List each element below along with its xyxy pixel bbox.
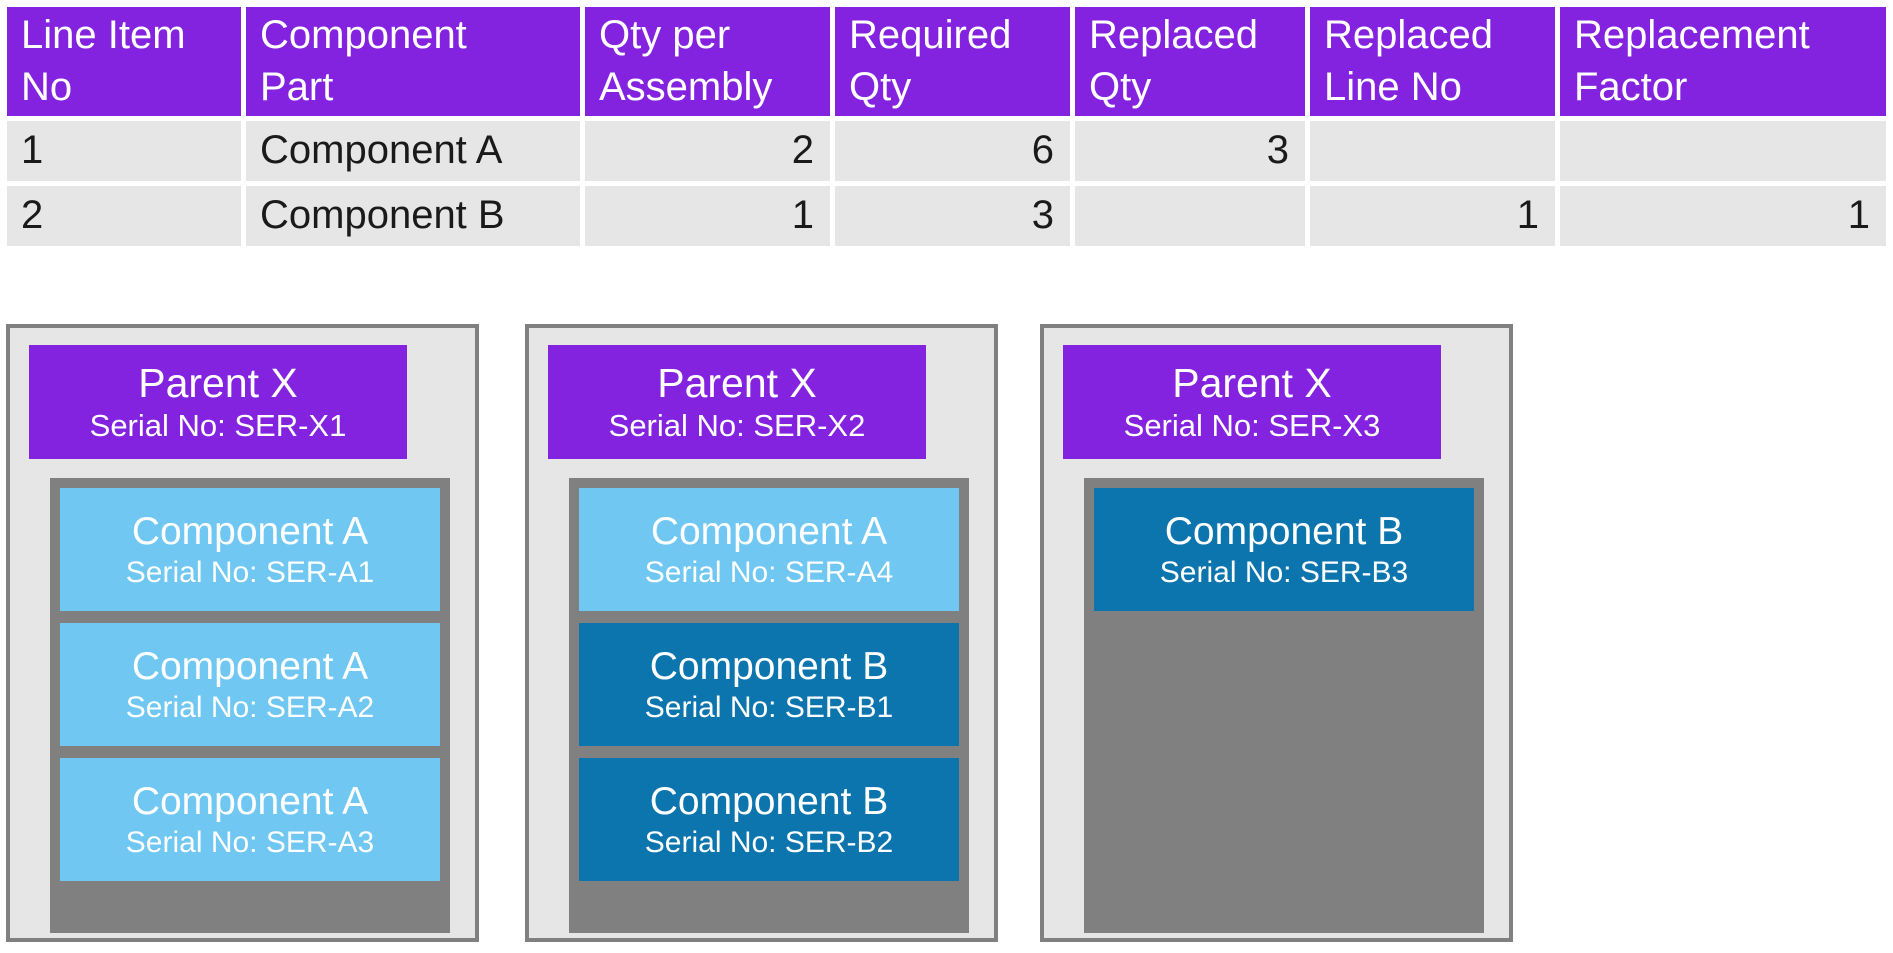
cell-required-qty: 3 [835, 186, 1075, 246]
component-serial: Serial No: SER-B3 [1159, 555, 1409, 589]
assembly-panel-3: Parent X Serial No: SER-X3 Component B S… [1040, 324, 1513, 942]
component-title: Component B [649, 779, 889, 823]
header-line-2: Assembly [599, 65, 773, 109]
cell-qty-per-assembly: 1 [585, 186, 835, 246]
cell-replaced-line-no [1310, 121, 1560, 181]
component-serial: Serial No: SER-A1 [125, 555, 375, 589]
component-serial: Serial No: SER-B1 [644, 690, 894, 724]
cell-required-qty: 6 [835, 121, 1075, 181]
component-serial: Serial No: SER-A2 [125, 690, 375, 724]
component-title: Component A [131, 509, 369, 553]
component-title: Component A [650, 509, 888, 553]
component-box: Component A Serial No: SER-A2 [60, 623, 440, 746]
cell-line-item-no: 2 [7, 186, 246, 246]
cell-qty-per-assembly: 2 [585, 121, 835, 181]
header-line-2: Qty [1089, 65, 1152, 109]
component-box: Component B Serial No: SER-B3 [1094, 488, 1474, 611]
parent-header-1: Parent X Serial No: SER-X1 [29, 345, 407, 459]
parent-serial: Serial No: SER-X2 [608, 407, 866, 443]
assembly-panel-2: Parent X Serial No: SER-X2 Component A S… [525, 324, 998, 942]
component-serial: Serial No: SER-A4 [644, 555, 894, 589]
header-line-1: Replaced [1324, 13, 1494, 57]
assembly-panel-1: Parent X Serial No: SER-X1 Component A S… [6, 324, 479, 942]
component-title: Component A [131, 779, 369, 823]
cell-line-item-no: 1 [7, 121, 246, 181]
parent-title: Parent X [138, 359, 298, 406]
component-group-2: Component A Serial No: SER-A4 Component … [569, 478, 969, 933]
table-row: 2 Component B 1 3 1 1 [7, 186, 1886, 246]
cell-replacement-factor: 1 [1560, 186, 1886, 246]
header-line-2: Line No [1324, 65, 1462, 109]
cell-component-part: Component B [246, 186, 585, 246]
table-row: 1 Component A 2 6 3 [7, 121, 1886, 181]
cell-replaced-qty: 3 [1075, 121, 1310, 181]
component-box: Component B Serial No: SER-B2 [579, 758, 959, 881]
component-serial: Serial No: SER-B2 [644, 825, 894, 859]
header-line-2: Part [260, 65, 334, 109]
component-title: Component A [131, 644, 369, 688]
parent-header-3: Parent X Serial No: SER-X3 [1063, 345, 1441, 459]
component-box: Component B Serial No: SER-B1 [579, 623, 959, 746]
parent-serial: Serial No: SER-X1 [89, 407, 347, 443]
cell-component-part: Component A [246, 121, 585, 181]
component-box: Component A Serial No: SER-A3 [60, 758, 440, 881]
header-line-2: Qty [849, 65, 912, 109]
header-line-1: Replaced [1089, 13, 1259, 57]
cell-replaced-qty [1075, 186, 1310, 246]
component-group-1: Component A Serial No: SER-A1 Component … [50, 478, 450, 933]
header-line-2: No [21, 65, 73, 109]
parent-serial: Serial No: SER-X3 [1123, 407, 1381, 443]
parent-title: Parent X [657, 359, 817, 406]
component-title: Component B [649, 644, 889, 688]
header-line-1: Required [849, 13, 1012, 57]
header-line-1: Qty per [599, 13, 731, 57]
component-group-3: Component B Serial No: SER-B3 [1084, 478, 1484, 933]
cell-replacement-factor [1560, 121, 1886, 181]
component-box: Component A Serial No: SER-A1 [60, 488, 440, 611]
component-title: Component B [1164, 509, 1404, 553]
header-line-2: Factor [1574, 65, 1688, 109]
header-line-1: Replacement [1574, 13, 1810, 57]
component-serial: Serial No: SER-A3 [125, 825, 375, 859]
component-box: Component A Serial No: SER-A4 [579, 488, 959, 611]
parent-header-2: Parent X Serial No: SER-X2 [548, 345, 926, 459]
header-line-1: Component [260, 13, 467, 57]
cell-replaced-line-no: 1 [1310, 186, 1560, 246]
parent-title: Parent X [1172, 359, 1332, 406]
header-line-1: Line Item [21, 13, 186, 57]
